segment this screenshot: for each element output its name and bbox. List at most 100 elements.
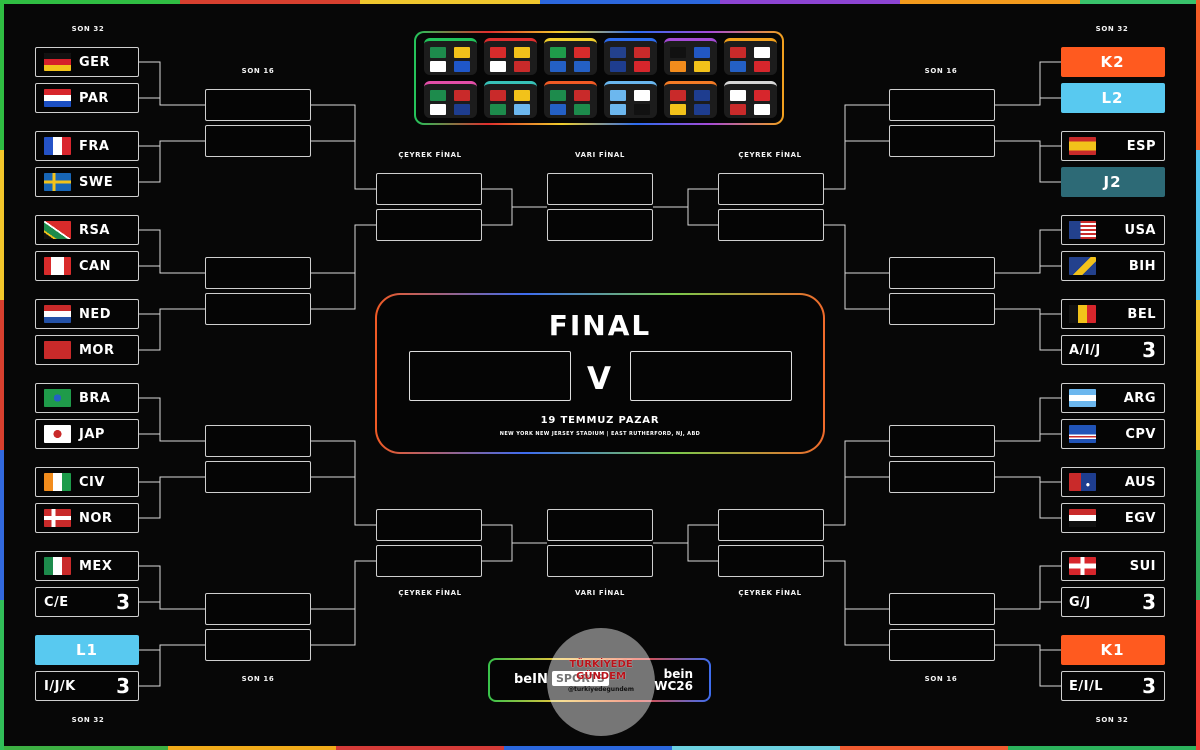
group-flag-2-2 [514,47,530,58]
left-r32-slot-7: NED [35,299,139,329]
group-flag-3-4 [574,61,590,72]
right-r32-slot-7: BEL [1061,299,1165,329]
right-r32-slot-5: USA [1061,215,1165,245]
left-r32-code-5: RSA [79,222,110,238]
right-r32-slot-10: CPV [1061,419,1165,449]
left-r32-number-14: 3 [116,590,130,614]
group-flag-5-1 [670,47,686,58]
left-r32-code-11: CIV [79,474,105,490]
left-qf-slot-1 [376,173,482,205]
group-flag-8-3 [490,104,506,115]
left-r16-slot-7 [205,593,311,625]
group-flag-8-4 [514,104,530,115]
group-flag-4-1 [610,47,626,58]
right-r32-number-8: 3 [1142,338,1156,362]
group-card-1 [424,38,477,75]
left-r32-code-6: CAN [79,258,111,274]
left-r32-code-16: I/J/K [44,678,76,694]
final-vs: V [587,361,613,397]
group-flag-9-2 [574,90,590,101]
japan-flag [44,425,71,443]
group-flag-11-2 [694,90,710,101]
group-card-8 [484,81,537,118]
right-r32-code-6: BIH [1128,258,1156,274]
group-flag-6-2 [754,47,770,58]
semifinal-slot-2 [547,209,653,241]
group-flag-3-3 [550,61,566,72]
group-flag-7-4 [454,104,470,115]
morocco-flag [44,341,71,359]
right-color-strip [1196,0,1200,750]
left-qf-slot-2 [376,209,482,241]
group-flag-11-3 [670,104,686,115]
label-son16-top-left: SON 16 [241,67,275,75]
bosnia-flag [1069,257,1096,275]
left-r32-slot-9: BRA [35,383,139,413]
group-flag-2-1 [490,47,506,58]
usa-flag [1069,221,1096,239]
left-r32-slot-2: PAR [35,83,139,113]
right-r32-slot-1: K2 [1061,47,1165,77]
right-qf-slot-1 [718,173,824,205]
right-r32-code-13: SUI [1129,558,1156,574]
label-son32-bottom-right: SON 32 [1095,716,1129,724]
label-quarterfinal-top-right: ÇEYREK FİNAL [738,151,802,159]
label-son32-bottom-left: SON 32 [71,716,105,724]
group-card-12 [724,81,777,118]
group-card-5 [664,38,717,75]
right-r16-slot-4 [889,293,995,325]
top-color-strip [0,0,1200,4]
group-flag-5-2 [694,47,710,58]
right-r32-slot-12: EGV [1061,503,1165,533]
label-quarterfinal-bottom-left: ÇEYREK FİNAL [398,589,462,597]
left-r32-slot-8: MOR [35,335,139,365]
left-r16-slot-8 [205,629,311,661]
germany-flag [44,53,71,71]
left-r32-code-12: NOR [79,510,113,526]
final-right-slot [630,351,792,401]
right-r32-slot-2: L2 [1061,83,1165,113]
ivory-coast-flag [44,473,71,491]
group-flag-6-4 [754,61,770,72]
group-flag-10-1 [610,90,626,101]
label-son32-top-left: SON 32 [71,25,105,33]
left-r32-slot-3: FRA [35,131,139,161]
group-flag-1-4 [454,61,470,72]
right-r32-code-12: EGV [1124,510,1156,526]
group-flag-1-2 [454,47,470,58]
left-r32-code-1: GER [79,54,111,70]
label-quarterfinal-bottom-right: ÇEYREK FİNAL [738,589,802,597]
group-flag-12-4 [754,104,770,115]
spain-flag [1069,137,1096,155]
group-flag-11-4 [694,104,710,115]
final-panel: FINAL V 19 TEMMUZ PAZAR NEW YORK NEW JER… [375,293,825,454]
right-r32-slot-3: ESP [1061,131,1165,161]
right-r32-slot-4: J2 [1061,167,1165,197]
group-flags-panel [414,31,784,125]
cape-verde-flag [1069,425,1096,443]
left-r32-slot-6: CAN [35,251,139,281]
left-r32-number-16: 3 [116,674,130,698]
left-r32-code-2: PAR [79,90,109,106]
argentina-flag [1069,389,1096,407]
belgium-flag [1069,305,1096,323]
right-r32-slot-13: SUI [1061,551,1165,581]
semifinal-slot-3 [547,509,653,541]
final-title: FINAL [548,309,652,342]
watermark-handle: @turkiyedegundem [568,686,634,693]
group-flag-7-1 [430,90,446,101]
group-flag-4-4 [634,61,650,72]
final-venue: NEW YORK NEW JERSEY STADIUM | EAST RUTHE… [499,431,701,437]
left-r16-slot-6 [205,461,311,493]
right-r32-code-9: ARG [1123,390,1156,406]
bein-logo-text: beIN [514,672,548,687]
right-r32-code-15: K1 [1100,641,1125,659]
left-r16-slot-4 [205,293,311,325]
left-r32-code-7: NED [79,306,112,322]
left-r32-slot-10: JAP [35,419,139,449]
